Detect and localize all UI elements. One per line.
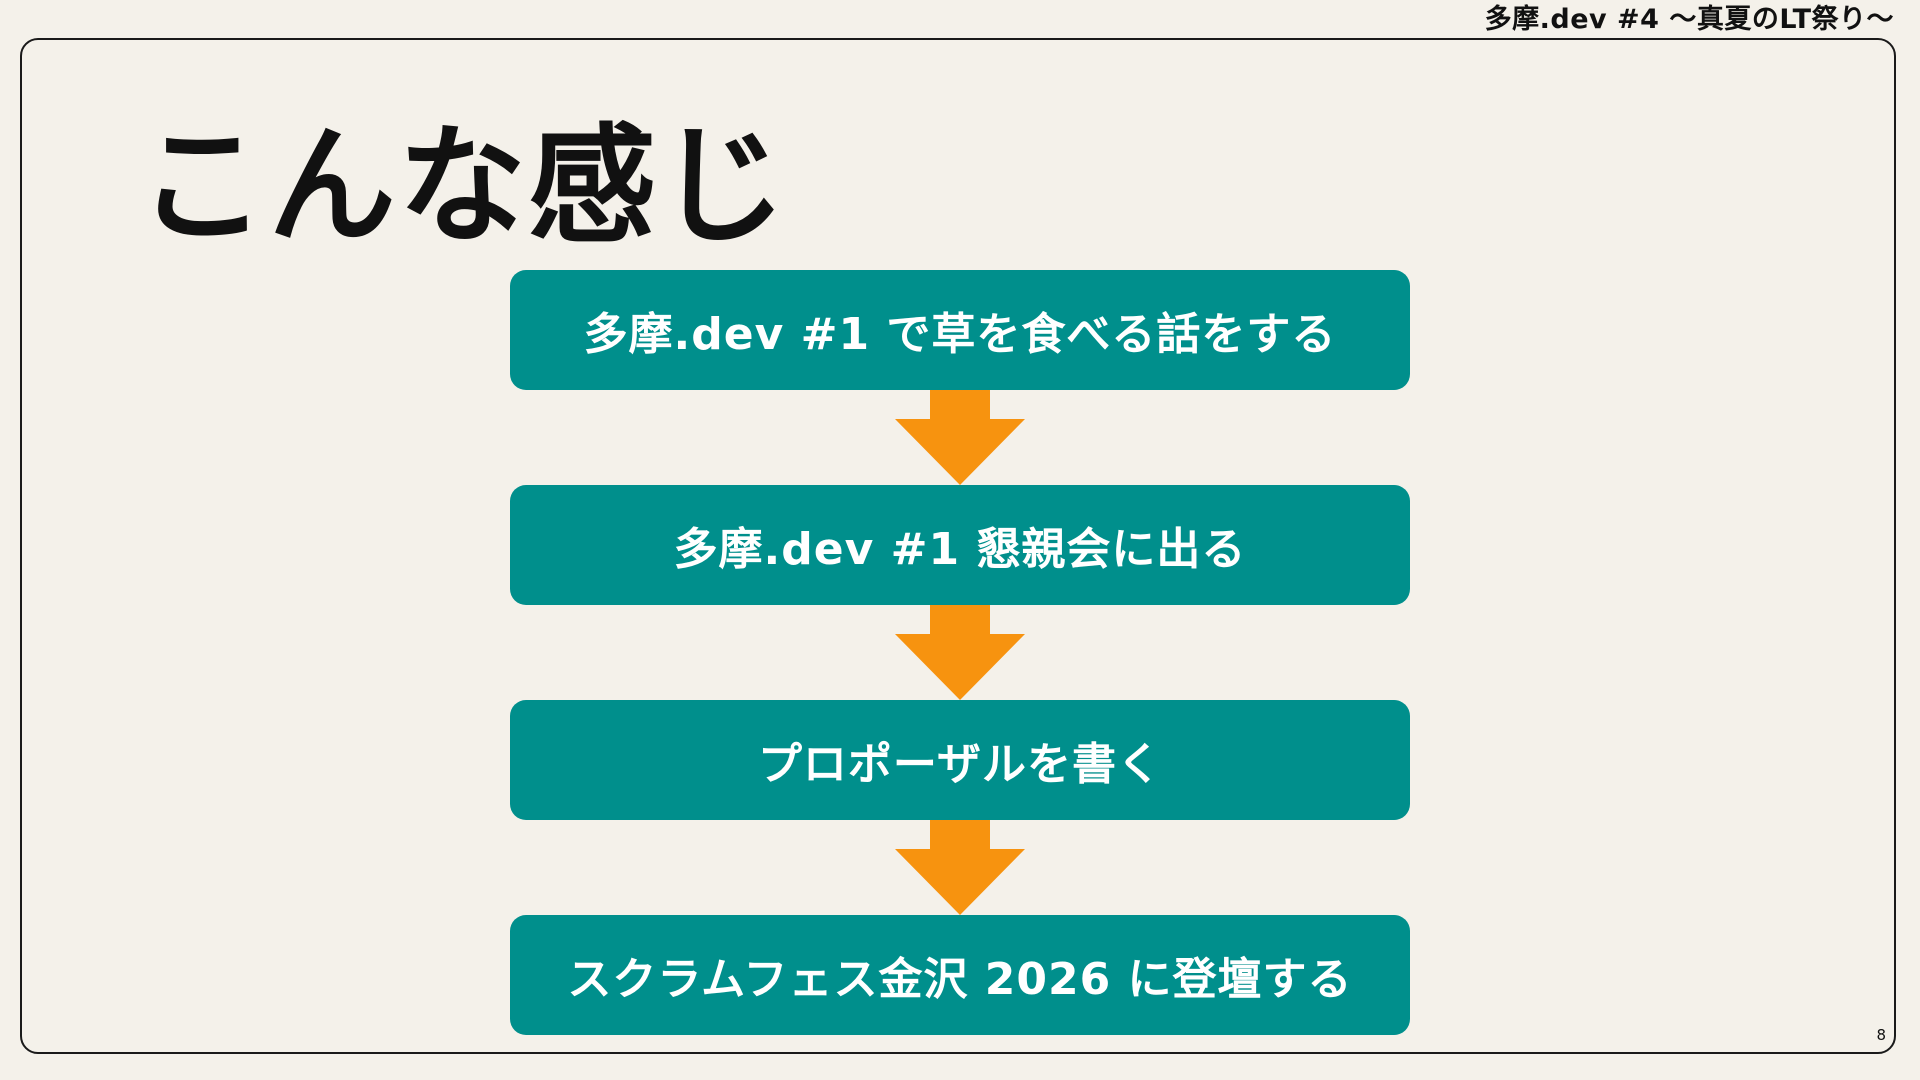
slide-frame — [20, 38, 1896, 1054]
page-number: 8 — [1876, 1026, 1886, 1044]
event-title: 多摩.dev #4 〜真夏のLT祭り〜 — [1484, 4, 1894, 35]
slide-title: こんな感じ — [138, 112, 789, 261]
down-arrow-icon — [510, 390, 1410, 485]
flow-step-1: 多摩.dev #1 で草を食べる話をする — [510, 270, 1410, 390]
down-arrow-icon — [510, 820, 1410, 915]
flow-step-3: プロポーザルを書く — [510, 700, 1410, 820]
down-arrow-icon — [510, 605, 1410, 700]
flow-step-4: スクラムフェス金沢 2026 に登壇する — [510, 915, 1410, 1035]
flow-diagram: 多摩.dev #1 で草を食べる話をする 多摩.dev #1 懇親会に出る プロ… — [510, 270, 1410, 1035]
flow-step-2: 多摩.dev #1 懇親会に出る — [510, 485, 1410, 605]
